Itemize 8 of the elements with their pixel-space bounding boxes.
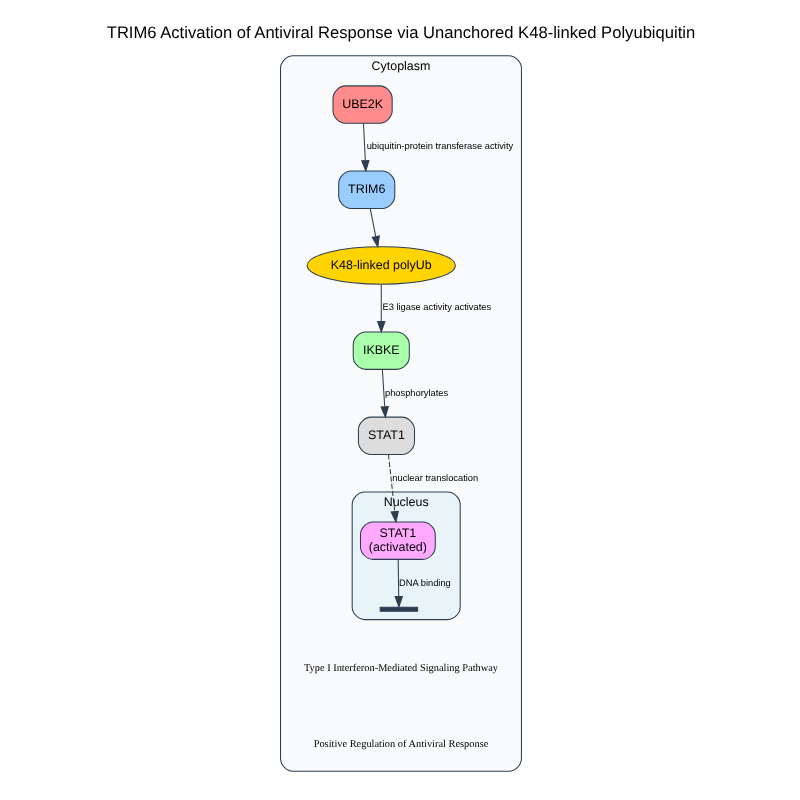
arrow <box>368 208 379 249</box>
arrow <box>379 369 389 419</box>
arrow <box>386 454 399 524</box>
arrow <box>375 284 385 334</box>
arrow <box>393 559 403 609</box>
node-bar <box>378 606 418 612</box>
diagram-title: TRIM6 Activation of Antiviral Response via Unanchored K48-linked Polyubiquitin <box>105 21 695 42</box>
arrow <box>359 123 369 173</box>
